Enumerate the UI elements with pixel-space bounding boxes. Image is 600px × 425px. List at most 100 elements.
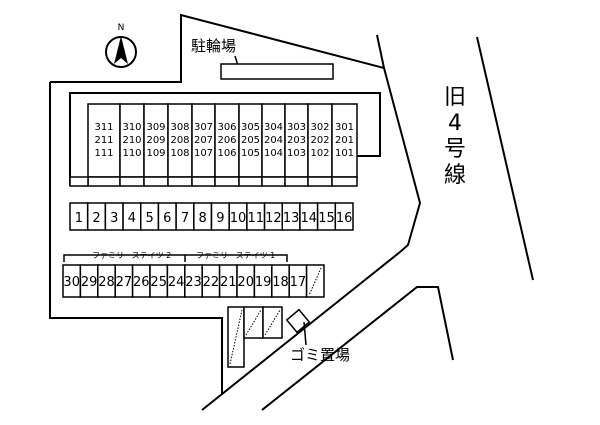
svg-text:22: 22 <box>203 275 220 290</box>
svg-text:4: 4 <box>128 211 136 226</box>
extra-parking <box>227 306 283 368</box>
road-label: 旧 4 号 線 <box>444 85 466 188</box>
unit-number: 305 <box>241 122 260 133</box>
svg-text:21: 21 <box>220 275 237 290</box>
unit-number: 308 <box>170 122 189 133</box>
svg-text:線: 線 <box>444 163 466 188</box>
parking-space: 25 <box>149 264 169 298</box>
parking-space: 15 <box>316 202 337 231</box>
north-compass-icon: N <box>105 23 137 68</box>
unit-number: 304 <box>264 122 283 133</box>
parking-space: 1 <box>69 202 89 231</box>
unit-number: 210 <box>122 135 141 146</box>
unit-number: 202 <box>310 135 329 146</box>
svg-text:23: 23 <box>185 275 202 290</box>
parking-space: 9 <box>210 202 230 231</box>
unit-number: 106 <box>217 148 236 159</box>
svg-text:26: 26 <box>133 275 150 290</box>
unit-number: 104 <box>264 148 283 159</box>
svg-text:28: 28 <box>98 275 115 290</box>
site-boundary-west <box>49 82 223 395</box>
svg-text:27: 27 <box>116 275 133 290</box>
apartment-unit: 306 206 106 <box>214 103 240 187</box>
building-label-1: ファミリーステイツ 1 <box>196 251 275 260</box>
parking-space: 6 <box>157 202 177 231</box>
svg-text:9: 9 <box>216 211 224 226</box>
unit-number: 103 <box>287 148 306 159</box>
parking-space: 18 <box>271 264 290 298</box>
side-road <box>261 286 454 411</box>
parking-space: 2 <box>86 202 107 231</box>
unit-number: 206 <box>217 135 236 146</box>
parking-space: 7 <box>175 202 195 231</box>
svg-text:18: 18 <box>272 275 289 290</box>
svg-text:3: 3 <box>110 211 118 226</box>
svg-text:5: 5 <box>145 211 153 226</box>
svg-text:12: 12 <box>265 211 282 226</box>
unit-number: 307 <box>194 122 213 133</box>
svg-text:2: 2 <box>92 211 100 226</box>
svg-text:29: 29 <box>81 275 98 290</box>
parking-space: 8 <box>193 202 213 231</box>
parking-space: 26 <box>131 264 151 298</box>
unit-number: 205 <box>241 135 260 146</box>
parking-space: 21 <box>218 264 238 298</box>
site-boundary-east <box>201 34 422 411</box>
parking-space: 11 <box>246 202 266 231</box>
parking-space: 3 <box>104 202 124 231</box>
svg-text:15: 15 <box>318 211 335 226</box>
unit-number: 108 <box>170 148 189 159</box>
svg-text:号: 号 <box>444 137 466 162</box>
svg-text:1: 1 <box>75 211 83 226</box>
svg-text:N: N <box>118 23 125 33</box>
parking-space: 16 <box>334 202 354 231</box>
unit-number: 207 <box>194 135 213 146</box>
unit-number: 101 <box>335 148 354 159</box>
unit-number: 209 <box>146 135 165 146</box>
building-label-2: ファミリーステイツ 2 <box>92 251 171 260</box>
parking-space-empty <box>305 264 325 298</box>
unit-number: 211 <box>94 135 113 146</box>
svg-text:6: 6 <box>163 211 171 226</box>
bicycle-parking <box>220 63 334 80</box>
parking-space: 4 <box>122 202 142 231</box>
garbage-label: ゴミ置場 <box>290 346 350 364</box>
parking-space: 12 <box>263 202 283 231</box>
unit-number: 306 <box>217 122 236 133</box>
svg-text:24: 24 <box>168 275 185 290</box>
svg-text:20: 20 <box>237 275 254 290</box>
parking-space: 14 <box>299 202 319 231</box>
parking-space: 13 <box>281 202 301 231</box>
svg-text:11: 11 <box>247 211 264 226</box>
parking-space: 17 <box>288 264 308 298</box>
unit-number: 310 <box>122 122 141 133</box>
building-outline <box>69 92 381 185</box>
unit-number: 309 <box>146 122 165 133</box>
parking-space: 24 <box>166 264 186 298</box>
svg-text:17: 17 <box>290 275 307 290</box>
parking-space: 10 <box>228 202 248 231</box>
bicycle-parking-label: 駐輪場 <box>191 37 236 55</box>
unit-number: 201 <box>335 135 354 146</box>
unit-number: 311 <box>94 122 113 133</box>
unit-number: 204 <box>264 135 283 146</box>
svg-text:25: 25 <box>150 275 167 290</box>
parking-space: 5 <box>140 202 160 231</box>
svg-text:19: 19 <box>255 275 272 290</box>
parking-space: 27 <box>114 264 134 298</box>
parking-space: 30 <box>62 264 82 298</box>
svg-text:14: 14 <box>301 211 318 226</box>
unit-number: 302 <box>310 122 329 133</box>
svg-text:30: 30 <box>63 275 80 290</box>
parking-space: 22 <box>201 264 221 298</box>
